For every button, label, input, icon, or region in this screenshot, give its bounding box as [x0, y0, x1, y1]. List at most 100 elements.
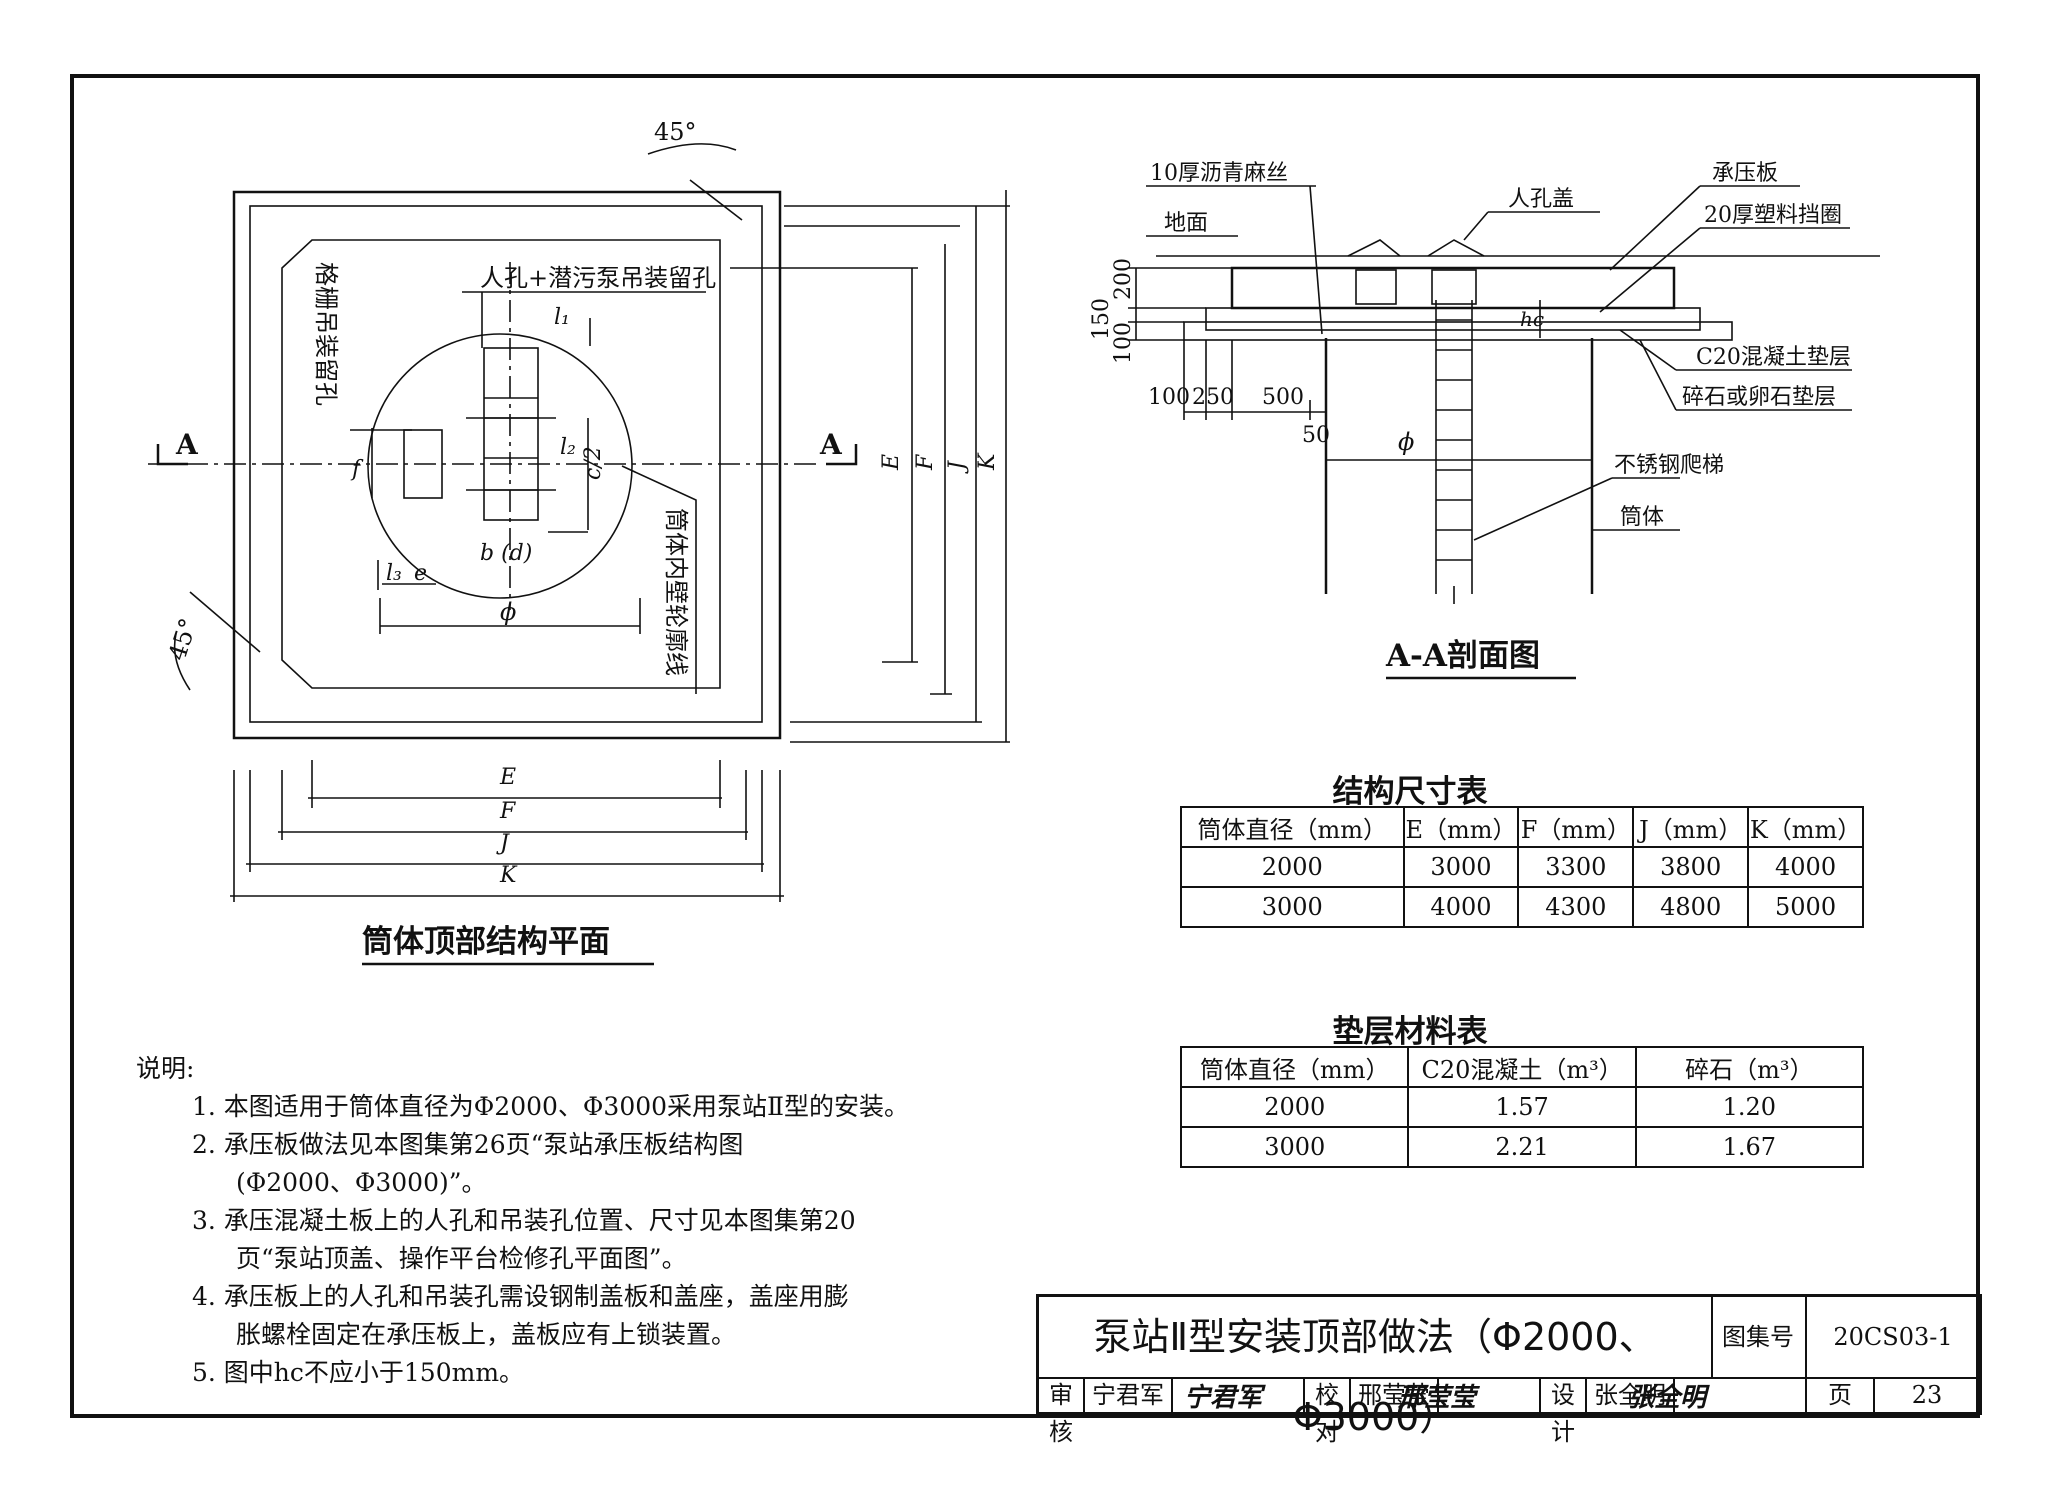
plan-dim-J-right: J	[945, 460, 970, 474]
plan-label-manhole: 人孔+潜污泵吊装留孔	[480, 264, 716, 292]
table-cell: 3300	[1517, 846, 1635, 888]
notes-heading: 说明:	[136, 1054, 195, 1083]
section-dim-phi: ϕ	[1398, 428, 1414, 456]
plan-dim-J-bottom: J	[496, 831, 510, 856]
table-cell: 2.21	[1407, 1126, 1637, 1168]
material-table: 筒体直径（mm） C20混凝土（m³） 碎石（m³） 2000 1.57 1.2…	[1179, 1046, 1865, 1168]
section-label-ladder: 不锈钢爬梯	[1614, 453, 1724, 478]
design-label: 设计	[1541, 1377, 1587, 1446]
note-3-cont: 页“泵站顶盖、操作平台检修孔平面图”。	[236, 1244, 687, 1273]
checker-name: 邢莹莹	[1351, 1377, 1439, 1414]
designer-signature: 张全明	[1628, 1383, 1710, 1413]
table-header-row: 筒体直径（mm） C20混凝土（m³） 碎石（m³）	[1179, 1046, 1865, 1088]
review-label: 审核	[1039, 1377, 1085, 1446]
plan-manhole-opening	[483, 347, 539, 521]
plan-dim-bd: b (d)	[480, 541, 532, 566]
section-label-c20: C20混凝土垫层	[1696, 345, 1851, 370]
checker-signature-cell	[1439, 1377, 1541, 1414]
page-label: 页	[1807, 1377, 1875, 1414]
plan-dim-E-bottom: E	[499, 765, 516, 790]
section-dim-50: 50	[1302, 423, 1330, 448]
plan-section-mark-left: A	[175, 428, 199, 461]
plan-label-wall: 筒体内壁轮廓线	[662, 508, 690, 676]
plan-angle-left: 45°	[163, 615, 203, 664]
note-4: 4. 承压板上的人孔和吊装孔需设钢制盖板和盖座，盖座用膨	[192, 1282, 849, 1311]
table-cell: 1.67	[1634, 1126, 1865, 1168]
section-label-plastic-ring: 20厚塑料挡圈	[1704, 203, 1842, 228]
table-cell: 3000	[1180, 886, 1405, 928]
plan-dim-phi: ϕ	[500, 598, 516, 626]
note-5: 5. 图中hc不应小于150mm。	[192, 1358, 525, 1387]
plan-dim-E-right: E	[879, 454, 904, 471]
table-row: 3000 4000 4300 4800 5000	[1180, 886, 1864, 928]
table-row: 3000 2.21 1.67	[1179, 1126, 1865, 1168]
table-header-cell: E（mm）	[1402, 806, 1520, 848]
table-cell: 4000	[1747, 846, 1864, 888]
plan-dim-F-bottom: F	[499, 799, 516, 824]
page-number: 23	[1911, 1381, 1943, 1409]
note-2: 2. 承压板做法见本图集第26页“泵站承压板结构图	[192, 1130, 744, 1159]
table-header-cell: C20混凝土（m³）	[1407, 1046, 1637, 1088]
note-1: 1. 本图适用于筒体直径为Φ2000、Φ3000采用泵站Ⅱ型的安装。	[192, 1092, 910, 1121]
section-dim-500: 500	[1262, 385, 1304, 410]
plan-dim-K-bottom: K	[499, 863, 518, 888]
plan-dim-l1: l₁	[554, 305, 570, 330]
sheet-border	[70, 74, 1980, 1418]
table-cell: 5000	[1747, 886, 1864, 928]
reviewer-signature-cell	[1173, 1377, 1305, 1414]
table-cell: 1.57	[1407, 1086, 1637, 1128]
section-label-ground: 地面	[1164, 211, 1208, 236]
table-row: 2000 3000 3300 3800 4000	[1180, 846, 1864, 888]
drawing-title: 泵站Ⅱ型安装顶部做法（Φ2000、Φ3000）	[1039, 1297, 1713, 1439]
table-cell: 2000	[1179, 1086, 1410, 1128]
plan-section-mark-right: A	[819, 428, 843, 461]
check-label: 校对	[1305, 1377, 1351, 1446]
plan-dim-e: e	[414, 561, 427, 586]
table-row: 2000 1.57 1.20	[1179, 1086, 1865, 1128]
plan-view	[148, 143, 1010, 902]
section-label-gravel: 碎石或卵石垫层	[1682, 385, 1836, 410]
section-label-asphalt: 10厚沥青麻丝	[1150, 161, 1288, 186]
plan-dim-l2: l₂	[560, 435, 576, 460]
designer-name: 张全明	[1587, 1377, 1675, 1414]
section-dim-100: 100	[1148, 385, 1190, 410]
designer-signature-cell	[1675, 1377, 1807, 1414]
section-pressure-plate	[1230, 266, 1676, 310]
section-dim-100-vertical: 100	[1111, 322, 1136, 364]
table-cell: 4300	[1517, 886, 1635, 928]
plan-angle-top: 45°	[654, 118, 697, 146]
plan-title: 筒体顶部结构平面	[362, 924, 610, 960]
section-label-shell: 筒体	[1620, 505, 1664, 530]
plan-dim-K-right: K	[975, 452, 1000, 471]
section-title: A-A剖面图	[1385, 638, 1540, 674]
material-table-caption: 垫层材料表	[1332, 1014, 1488, 1050]
table-header-cell: 筒体直径（mm）	[1180, 806, 1405, 848]
structure-table: 筒体直径（mm） E（mm） F（mm） J（mm） K（mm） 2000 30…	[1180, 806, 1864, 928]
section-view	[1128, 185, 1880, 604]
table-cell: 2000	[1180, 846, 1405, 888]
table-header-cell: 碎石（m³）	[1634, 1046, 1865, 1088]
table-cell: 3000	[1179, 1126, 1410, 1168]
table-cell: 3000	[1402, 846, 1520, 888]
note-4-cont: 胀螺栓固定在承压板上，盖板应有上锁装置。	[236, 1320, 737, 1349]
plan-dim-c2: c/2	[581, 446, 606, 480]
plan-dim-f: f	[350, 457, 364, 482]
section-gravel-layer	[1183, 321, 1733, 341]
plan-grille-opening	[403, 429, 443, 499]
reviewer-signature: 宁君军	[1184, 1383, 1266, 1413]
section-dim-hc: hc	[1520, 307, 1544, 331]
atlas-number: 20CS03-1	[1833, 1323, 1953, 1351]
plan-outer-square	[232, 190, 782, 740]
section-label-pressure-plate: 承压板	[1712, 161, 1778, 186]
table-cell: 4000	[1402, 886, 1520, 928]
plan-label-grille: 格栅吊装留孔	[312, 262, 340, 406]
table-cell: 4800	[1632, 886, 1750, 928]
table-header-cell: K（mm）	[1747, 806, 1864, 848]
plan-shell-circle	[367, 333, 633, 599]
reviewer-name: 宁君军	[1085, 1377, 1173, 1414]
table-header-cell: 筒体直径（mm）	[1179, 1046, 1410, 1088]
section-dim-200: 200	[1111, 258, 1136, 300]
title-block: 泵站Ⅱ型安装顶部做法（Φ2000、Φ3000） 图集号 20CS03-1 审核 …	[1036, 1294, 1982, 1446]
